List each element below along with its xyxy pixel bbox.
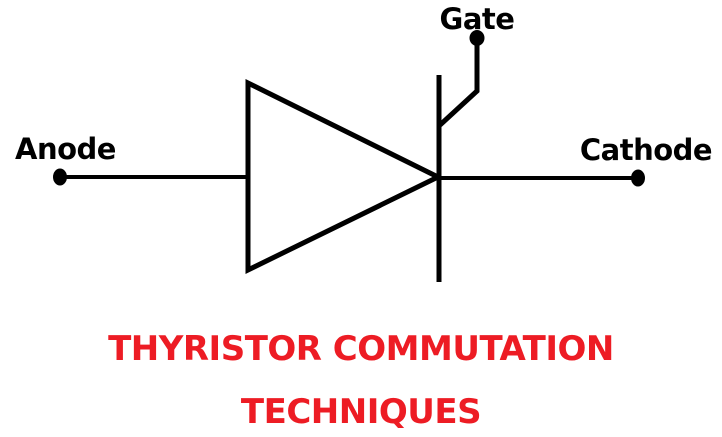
title-line-2: TECHNIQUES [240, 392, 482, 432]
gate-label: Gate [439, 2, 515, 36]
cathode-terminal-dot [631, 169, 645, 187]
anode-terminal-dot [53, 168, 67, 186]
gate-terminal-dot [469, 30, 485, 46]
triangle-arrow [245, 78, 444, 275]
cathode-label: Cathode [579, 133, 713, 167]
gate-wire [438, 41, 480, 127]
anode-label: Anode [15, 132, 116, 166]
title-line-1: THYRISTOR COMMUTATION [108, 329, 614, 369]
